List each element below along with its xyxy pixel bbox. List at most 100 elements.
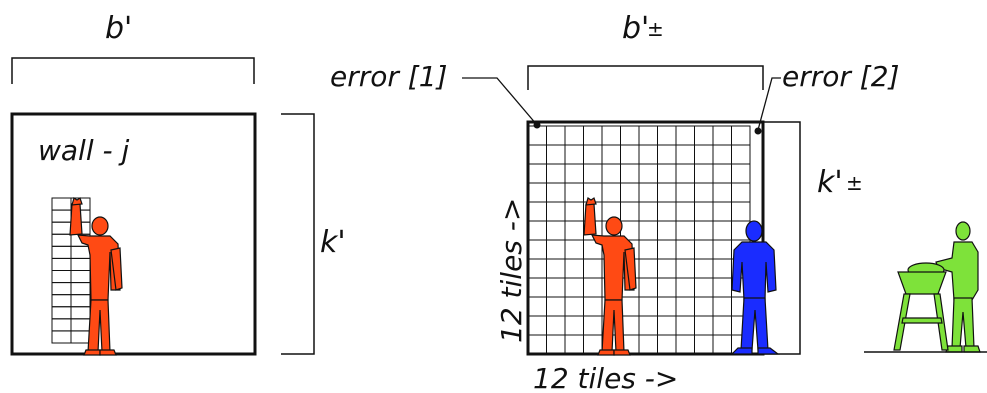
tile [675, 334, 695, 355]
tile [583, 277, 603, 298]
tile [712, 220, 732, 241]
tile [694, 334, 714, 355]
tile [564, 163, 584, 184]
tile [675, 163, 695, 184]
right-height-bracket [762, 121, 801, 355]
tile [675, 239, 695, 260]
tile [601, 144, 621, 165]
tile [675, 315, 695, 336]
tile [638, 315, 658, 336]
right-wall-outline [526, 120, 765, 356]
error-2-leader [757, 77, 781, 131]
tile [583, 296, 603, 317]
tile [638, 296, 658, 317]
tile [675, 125, 695, 146]
tile [51, 330, 72, 344]
tile [712, 239, 732, 260]
tile [657, 201, 677, 222]
tile [620, 144, 640, 165]
tile [546, 334, 566, 355]
tile [546, 182, 566, 203]
tile [51, 197, 72, 211]
tile [527, 220, 547, 241]
right-width-label-main: b' [622, 11, 649, 46]
tile [564, 182, 584, 203]
error-2-marker [754, 127, 762, 135]
left-wall-outline [10, 112, 257, 356]
tile [712, 182, 732, 203]
tile [712, 201, 732, 222]
tile [620, 163, 640, 184]
tile [620, 125, 640, 146]
tile [694, 315, 714, 336]
tile [657, 334, 677, 355]
tile [620, 182, 640, 203]
tile [564, 201, 584, 222]
tile [527, 163, 547, 184]
green-worker-figure [893, 221, 981, 353]
tile [657, 277, 677, 298]
tile [527, 182, 547, 203]
tile [564, 220, 584, 241]
tile [564, 239, 584, 260]
tile [564, 277, 584, 298]
left-height-bracket [281, 113, 315, 355]
tile [712, 258, 732, 279]
tile [694, 144, 714, 165]
tile [601, 125, 621, 146]
tile [70, 318, 91, 332]
tile [51, 282, 72, 296]
tile [675, 182, 695, 203]
tile [731, 144, 751, 165]
tile [620, 201, 640, 222]
tile [70, 294, 91, 308]
tile [583, 144, 603, 165]
tile [564, 125, 584, 146]
tile [564, 144, 584, 165]
tile [51, 209, 72, 223]
tile [601, 182, 621, 203]
tile [51, 245, 72, 259]
tile [731, 201, 751, 222]
tile [546, 315, 566, 336]
tile [527, 277, 547, 298]
tile [546, 277, 566, 298]
right-tile-grid [527, 125, 751, 355]
tile [638, 182, 658, 203]
blue-worker-figure [730, 220, 780, 355]
tile [731, 163, 751, 184]
tile [70, 282, 91, 296]
vertical-tiles-label: 12 tiles -> [495, 198, 528, 343]
tile [527, 315, 547, 336]
left-panel: b' wall - j k' [10, 11, 346, 356]
tile [712, 334, 732, 355]
tile [51, 306, 72, 320]
right-height-label-main: k' [817, 165, 843, 200]
tile [527, 125, 547, 146]
tile [638, 220, 658, 241]
tile [638, 258, 658, 279]
error-1-leader [462, 77, 538, 126]
tile [712, 144, 732, 165]
tile [51, 294, 72, 308]
tile [712, 277, 732, 298]
tile [51, 257, 72, 272]
tile [657, 239, 677, 260]
right-height-label-suffix: ± [846, 171, 863, 195]
tile [694, 258, 714, 279]
tile [546, 296, 566, 317]
tile [51, 233, 72, 247]
tile [51, 270, 72, 284]
tile [564, 258, 584, 279]
tile [657, 182, 677, 203]
tile [675, 220, 695, 241]
tile [583, 125, 603, 146]
tile [70, 257, 91, 272]
error-2-label: error [2] [782, 60, 899, 93]
tile [70, 330, 91, 344]
tile [527, 239, 547, 260]
tile [694, 277, 714, 298]
tile [694, 182, 714, 203]
tile [638, 125, 658, 146]
